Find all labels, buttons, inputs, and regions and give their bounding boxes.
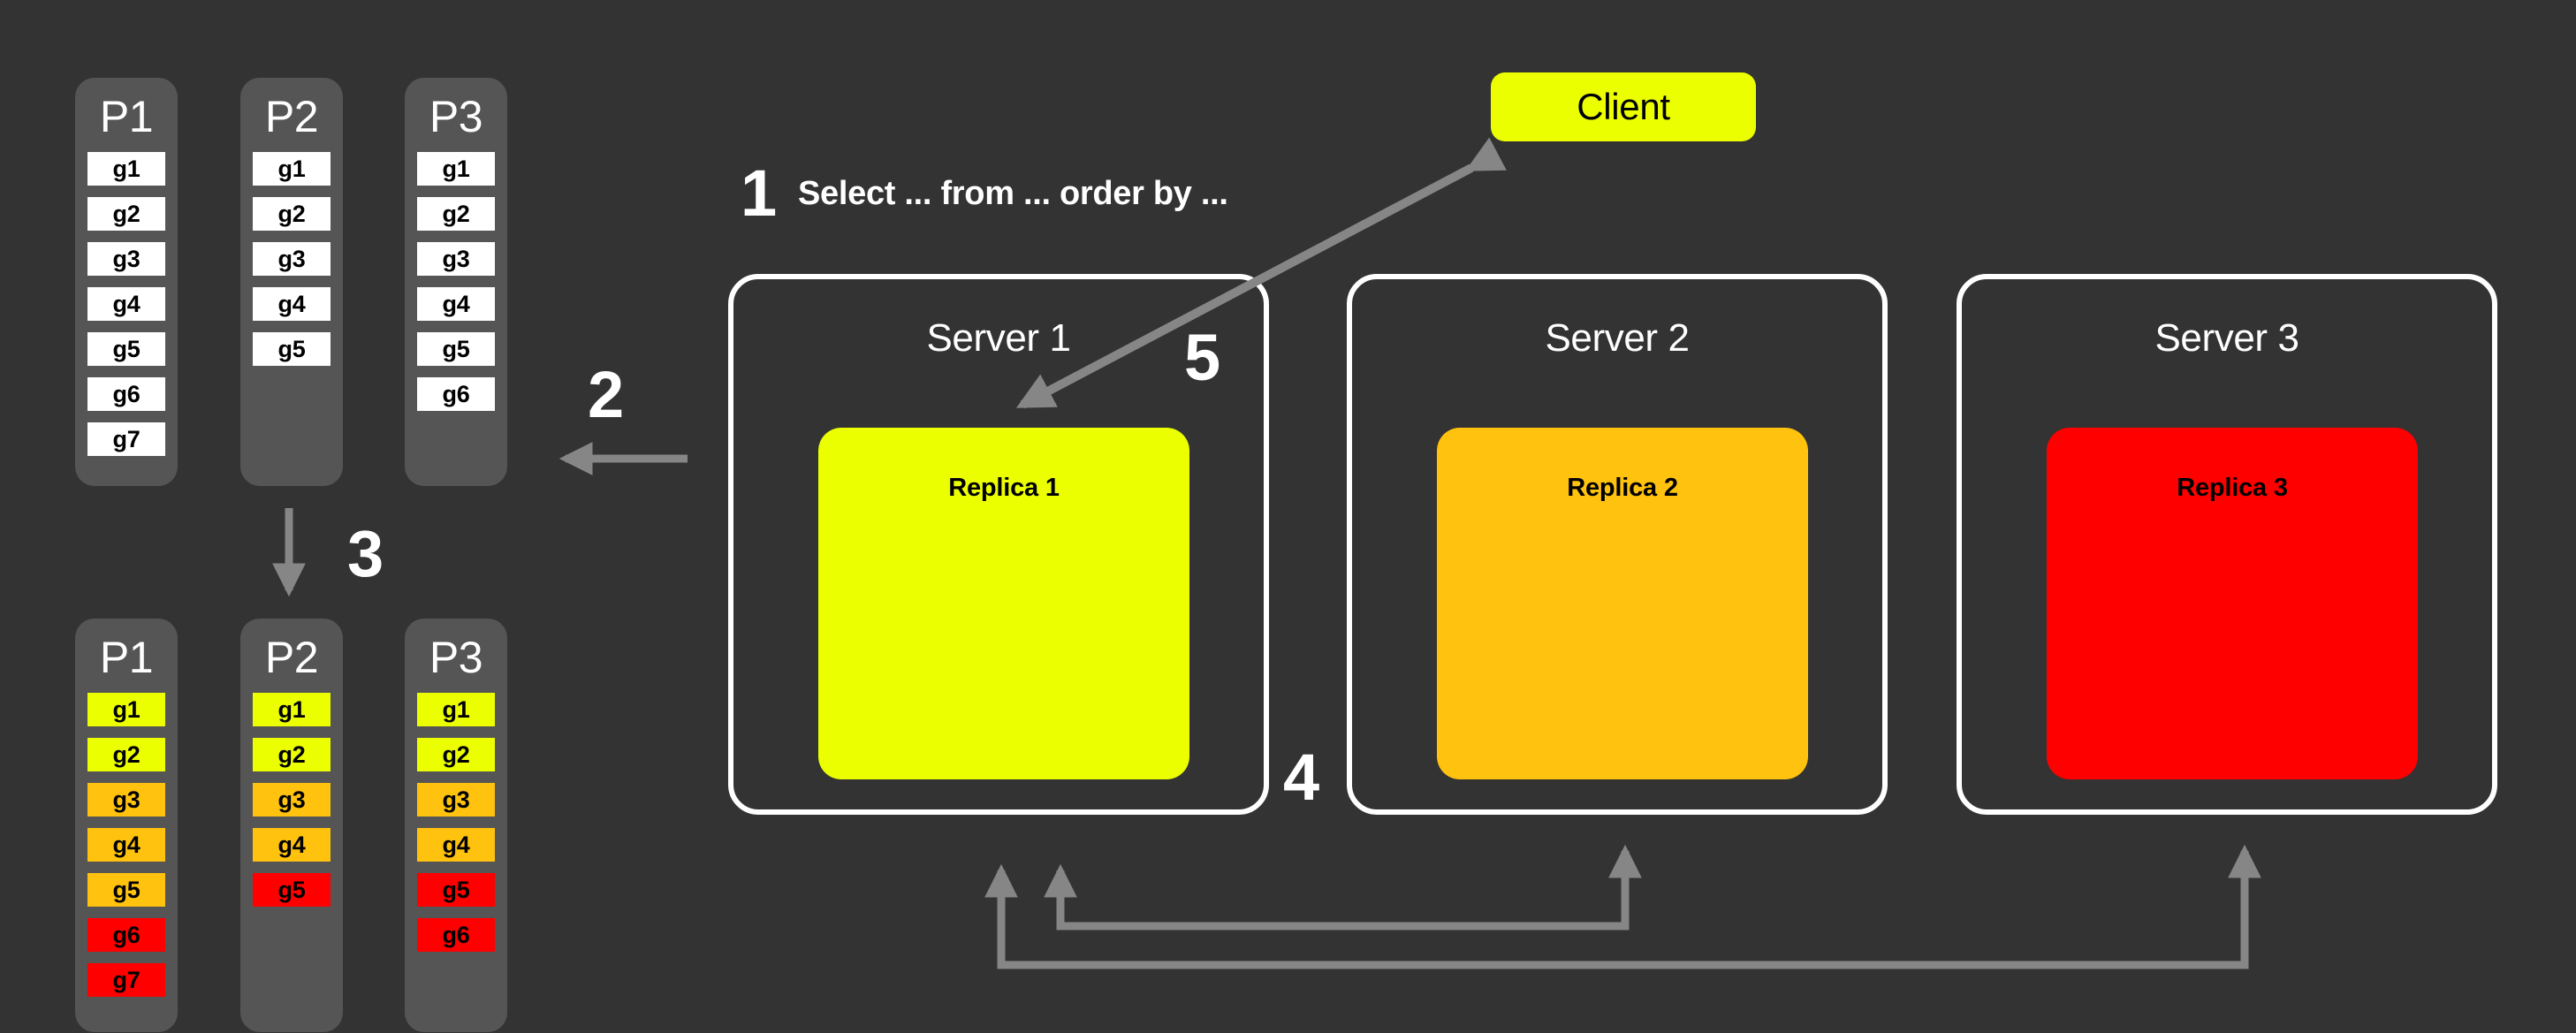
partition-cell: g2 [253,738,331,771]
client-box[interactable]: Client [1491,72,1756,141]
partition-title: P1 [99,92,154,141]
partition-cell: g5 [87,332,165,366]
partition-cell: g7 [87,422,165,456]
partition-cell: g6 [87,377,165,411]
partition-cell: g3 [87,783,165,817]
replica-label: Replica 1 [948,474,1060,502]
partition-cell: g3 [417,783,495,817]
replica-3-box[interactable]: Replica 3 [2047,428,2418,779]
partition-top-p2: P2 g1 g2 g3 g4 g5 [240,78,343,486]
partition-cell: g1 [87,693,165,726]
partition-cell: g7 [87,963,165,997]
partition-title: P2 [264,633,319,682]
partition-cell: g4 [417,287,495,321]
partition-cell: g4 [253,287,331,321]
partition-cell: g4 [253,828,331,862]
partition-bottom-p2: P2 g1 g2 g3 g4 g5 [240,619,343,1032]
server-title: Server 2 [1545,316,1690,360]
partition-title: P1 [99,633,154,682]
partition-cell: g4 [87,828,165,862]
server-3-box: Server 3 Replica 3 [1957,274,2497,815]
replica-label: Replica 2 [1567,474,1678,502]
partition-cell: g1 [417,152,495,186]
client-label: Client [1577,86,1670,127]
partition-cell: g3 [417,242,495,276]
partition-cell: g2 [253,197,331,231]
partition-title: P3 [429,633,483,682]
partition-cell: g2 [87,197,165,231]
partition-cell: g4 [417,828,495,862]
partition-cell: g3 [253,783,331,817]
partition-cell-list: g1 g2 g3 g4 g5 [253,152,331,377]
server-title: Server 3 [2154,316,2299,360]
partition-cell: g1 [253,693,331,726]
partition-bottom-p1: P1 g1 g2 g3 g4 g5 g6 g7 [75,619,178,1032]
partition-cell: g4 [87,287,165,321]
partition-title: P2 [264,92,319,141]
partition-cell: g2 [87,738,165,771]
partition-cell: g5 [87,873,165,907]
partition-cell-list: g1 g2 g3 g4 g5 g6 g7 [87,152,165,467]
partition-title: P3 [429,92,483,141]
partition-cell: g2 [417,197,495,231]
partition-cell-list: g1 g2 g3 g4 g5 g6 [417,693,495,963]
server-1-box: Server 1 Replica 1 [728,274,1269,815]
replica-label: Replica 3 [2177,474,2288,502]
partition-cell: g3 [253,242,331,276]
server-2-box: Server 2 Replica 2 [1347,274,1888,815]
query-text: Select ... from ... order by ... [798,175,1228,212]
partition-cell: g5 [253,332,331,366]
partition-cell-list: g1 g2 g3 g4 g5 [253,693,331,918]
partition-cell: g1 [87,152,165,186]
partition-bottom-p3: P3 g1 g2 g3 g4 g5 g6 [405,619,507,1032]
partition-cell: g5 [417,332,495,366]
partition-cell: g1 [253,152,331,186]
partition-cell: g6 [87,918,165,952]
replica-1-box[interactable]: Replica 1 [818,428,1189,779]
partition-cell: g5 [417,873,495,907]
partition-cell: g3 [87,242,165,276]
partition-cell-list: g1 g2 g3 g4 g5 g6 [417,152,495,422]
partition-cell-list: g1 g2 g3 g4 g5 g6 g7 [87,693,165,1008]
partition-cell: g2 [417,738,495,771]
partition-top-p3: P3 g1 g2 g3 g4 g5 g6 [405,78,507,486]
step-number-5: 5 [1184,321,1220,394]
step-number-1: 1 [741,156,777,230]
arrow-step-4-server3 [984,844,2261,969]
step-number-2: 2 [588,358,624,431]
step-number-3: 3 [347,517,384,590]
arrow-step-4-server2 [1044,844,1642,930]
step-number-4: 4 [1283,741,1319,814]
partition-cell: g5 [253,873,331,907]
partition-top-p1: P1 g1 g2 g3 g4 g5 g6 g7 [75,78,178,486]
partition-cell: g1 [417,693,495,726]
partition-cell: g6 [417,918,495,952]
replica-2-box[interactable]: Replica 2 [1437,428,1808,779]
partition-cell: g6 [417,377,495,411]
